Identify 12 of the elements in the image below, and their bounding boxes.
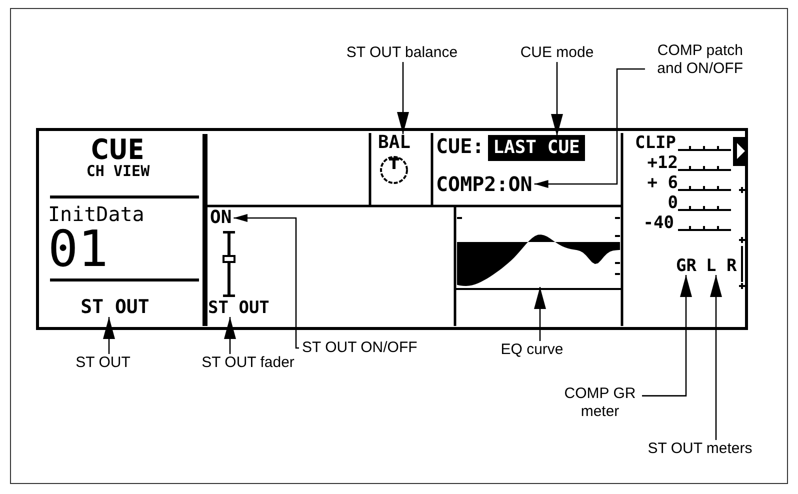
scale-label: +12 <box>646 154 678 172</box>
screen-subtitle: CH VIEW <box>86 164 150 179</box>
scale-label: 0 <box>666 194 678 212</box>
screen-title: CUE <box>91 136 145 164</box>
scale-label: + 6 <box>646 174 678 192</box>
scene-number: 01 <box>48 224 108 274</box>
cue-mode-value: LAST CUE <box>490 137 583 159</box>
balance-label: BAL <box>378 134 411 152</box>
scene-name: InitData <box>48 204 144 224</box>
cue-label: CUE: <box>436 136 484 156</box>
scale-label: CLIP <box>634 134 676 152</box>
scale-label: -40 <box>642 214 674 232</box>
